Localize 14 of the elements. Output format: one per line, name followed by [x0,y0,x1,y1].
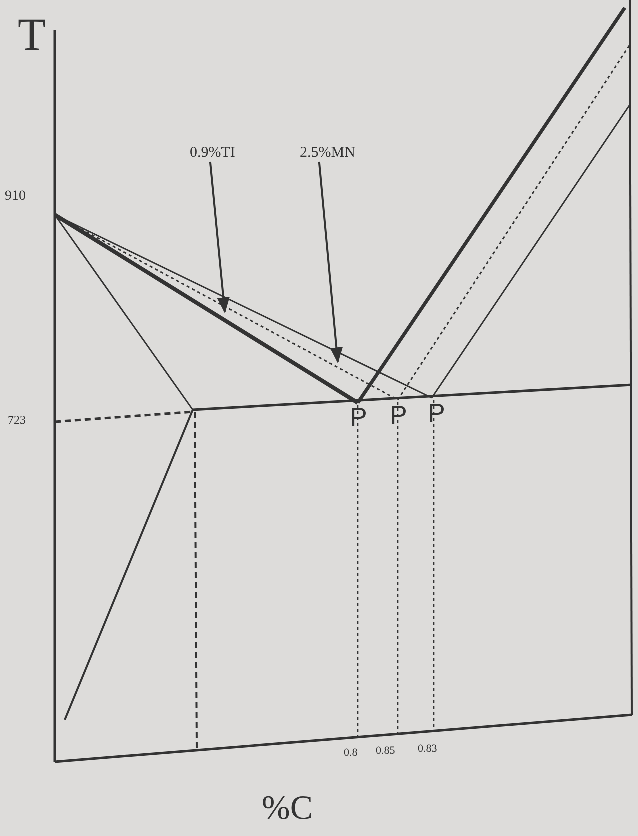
leader-line [318,162,344,364]
tick-label: 0.8 [344,748,358,759]
leader-text: 2.5%MN [300,146,356,161]
leader-text: 0.9%TI [190,146,236,161]
tick-label: 723 [8,414,26,426]
leader-line [209,162,230,314]
tick-label: 910 [5,190,26,204]
tick-label: 0.83 [418,744,438,755]
point-label: P [428,400,446,426]
tick-label: 0.85 [376,746,396,757]
axis-label: T [18,12,46,58]
point-label: P [350,404,368,430]
point-label: P [390,402,408,428]
axis-label: %C [262,792,313,826]
